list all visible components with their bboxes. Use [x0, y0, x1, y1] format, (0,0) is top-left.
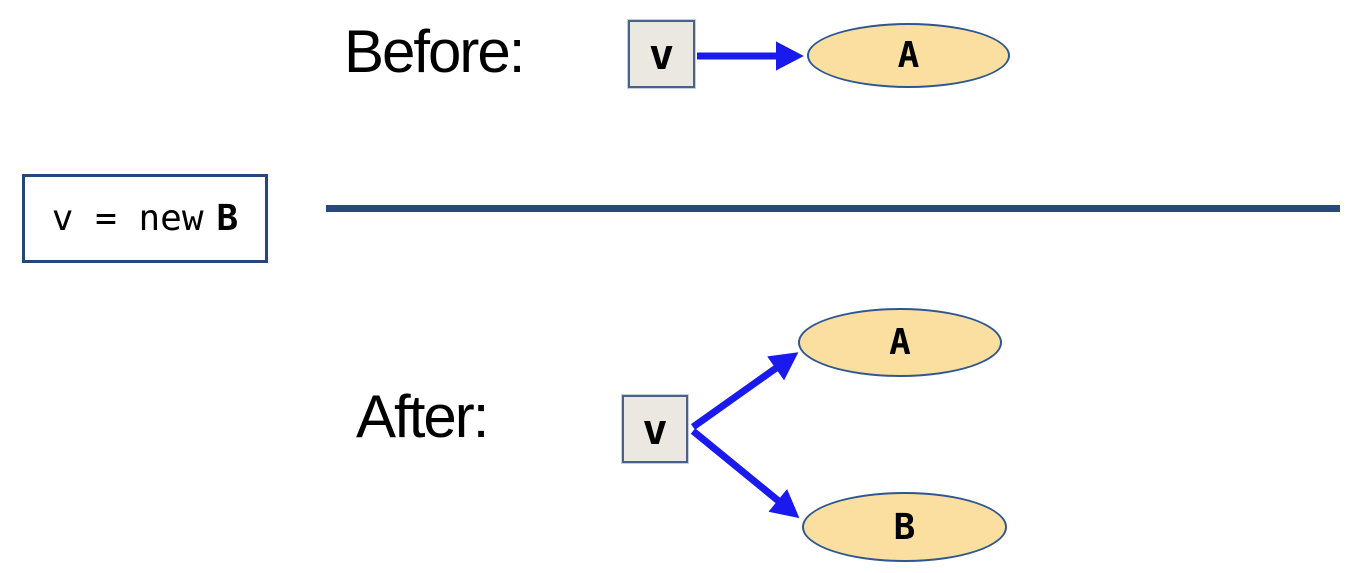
before-object-a-label: A — [897, 35, 920, 76]
after-variable-box: v — [622, 395, 688, 463]
after-object-a-ellipse: A — [798, 308, 1002, 377]
before-object-a-ellipse: A — [807, 23, 1010, 88]
after-object-b-label: B — [893, 506, 916, 548]
code-statement-text: v = new — [51, 198, 204, 239]
before-variable-label: v — [648, 29, 675, 79]
before-variable-box: v — [628, 20, 695, 88]
after-section-label: After: — [356, 383, 489, 450]
after-arrow-v-to-a — [690, 352, 799, 430]
after-arrow-v-to-b — [690, 428, 800, 519]
code-statement-box: v = new B — [22, 174, 268, 263]
section-divider-line — [326, 205, 1340, 212]
after-variable-label: v — [642, 404, 668, 454]
after-object-a-label: A — [889, 322, 911, 363]
before-section-label: Before: — [344, 18, 525, 85]
code-statement-bold-term: B — [216, 198, 239, 239]
after-object-b-ellipse: B — [802, 492, 1007, 562]
